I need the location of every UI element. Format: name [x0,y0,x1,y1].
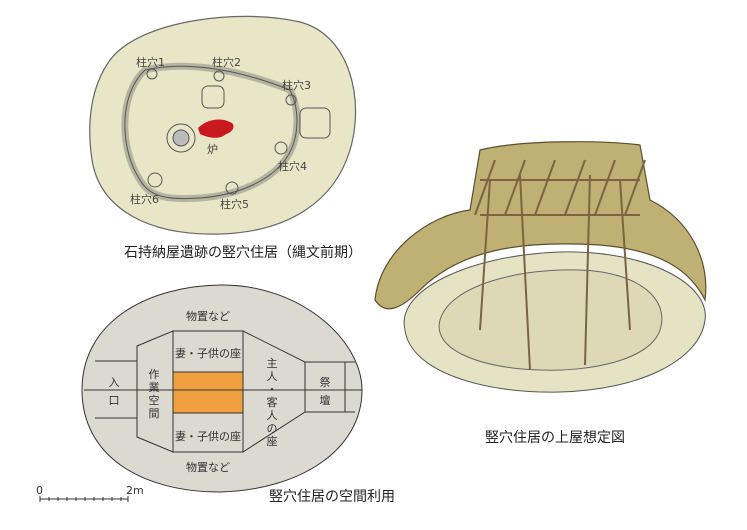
wife-children-top-label: 妻・子供の座 [175,346,241,360]
post-label-3: 柱穴3 [282,78,311,92]
post-label-6: 柱穴6 [130,192,159,206]
post-hole [146,68,158,80]
hearth-area [172,371,244,414]
master-guest-char: の [267,422,278,435]
scale-start: 0 [36,484,43,497]
inner-trench-line [124,65,298,200]
post-label-5: 柱穴5 [220,197,249,211]
post-label-4: 柱穴4 [278,159,307,173]
pit-square-east [299,107,331,139]
entrance-box [95,360,137,419]
altar-box [304,361,346,413]
post-label-1: 柱穴1 [136,55,165,69]
thatched-roof-left [374,141,707,310]
storage-bottom-label: 物置など [186,460,230,474]
post-hole [274,141,288,155]
master-guest-char: 主 [267,357,278,370]
entrance-label-2: 口 [109,394,120,407]
work-space-char: 空 [149,393,160,407]
post-label-2: 柱穴2 [212,55,241,69]
work-space-char: 業 [149,381,160,394]
reconstruction-caption: 竪穴住居の上屋想定図 [485,430,625,446]
plan-caption: 石持納屋遺跡の竪穴住居（縄文前期） [124,244,362,261]
entrance-label-1: 入 [109,376,120,389]
hearth-label: 炉 [207,143,218,156]
post-hole [213,70,225,82]
post-hole [285,94,297,106]
pit-circle [166,123,196,153]
work-space-char: 作 [149,368,160,381]
roof-frame-poles [474,159,646,371]
hearth-mark [198,119,234,138]
work-space-char: 間 [149,407,160,420]
post-hole [147,172,163,188]
altar-char: 壇 [320,393,331,407]
space-use-diagram: 物置など 物置など 妻・子供の座 妻・子供の座 入 口 作 業 空 間 主 人 … [36,284,395,505]
space-use-caption: 竪穴住居の空間利用 [269,489,395,505]
master-guest-char: 人 [267,409,278,422]
master-guest-char: 座 [267,434,278,448]
wife-children-bottom-label: 妻・子供の座 [175,429,241,443]
inner-floor [438,269,663,371]
altar-char: 祭 [320,376,331,389]
storage-top-label: 物置など [186,309,230,323]
master-guest-char: ・ [267,383,278,396]
scale-bar [39,496,129,502]
pit-circle-inner [172,129,190,147]
pit-dwelling-plan: 柱穴1 柱穴2 柱穴3 柱穴4 柱穴5 柱穴6 炉 石持納屋遺跡の竪穴住居（縄文… [89,15,362,261]
master-guest-char: 客 [267,395,278,409]
post-hole [225,181,239,195]
master-guest-char: 人 [267,370,278,383]
pit-square [201,85,225,109]
scale-end: 2m [126,484,144,497]
roof-reconstruction-illustration: 竪穴住居の上屋想定図 [374,141,707,446]
altar-extend [345,361,355,413]
